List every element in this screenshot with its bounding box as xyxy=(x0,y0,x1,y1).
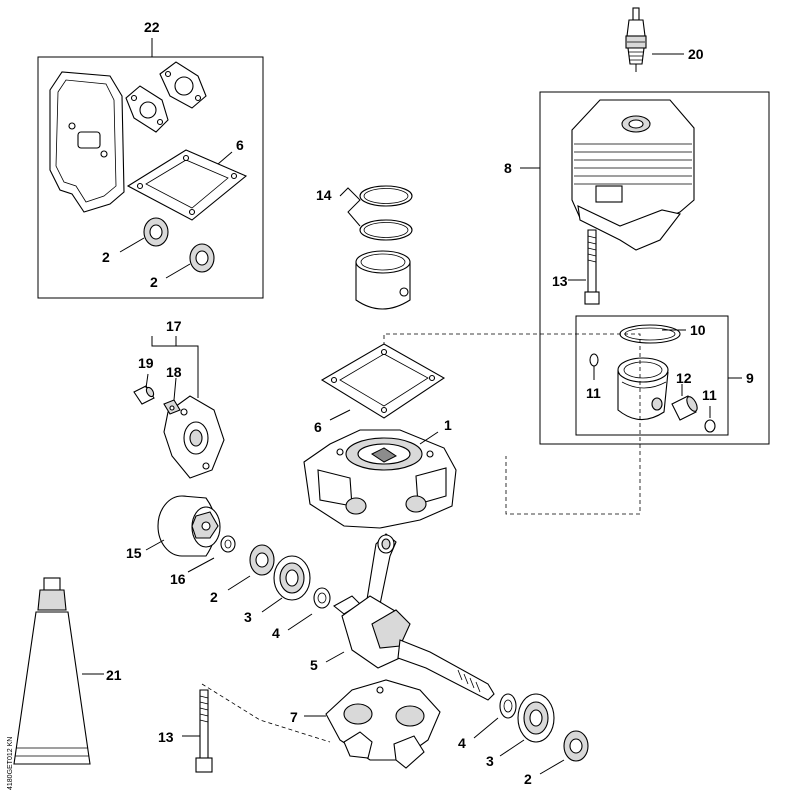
callout-19: 19 xyxy=(138,355,154,371)
callout-16: 16 xyxy=(170,571,186,587)
callout-2-seal: 2 xyxy=(210,589,218,605)
callout-18: 18 xyxy=(166,364,182,380)
clutch-drum-part xyxy=(157,495,221,557)
cylinder-part xyxy=(571,99,695,251)
spark-plug-part xyxy=(625,7,647,72)
alignment-dashed-line-screw xyxy=(201,683,331,743)
crankcase-lower-part xyxy=(325,679,441,769)
alignment-dashed-line-cylinder xyxy=(383,333,641,515)
intake-gasket-part xyxy=(125,85,169,133)
callout-2-kit-b: 2 xyxy=(150,274,158,290)
callout-7: 7 xyxy=(290,709,298,725)
oil-seal-part-d xyxy=(563,730,589,762)
document-id-label: 4180GET012 KN xyxy=(7,737,14,790)
piston-ring-part-upper xyxy=(359,185,413,207)
oil-seal-part-a xyxy=(143,217,169,247)
circlip-part-b xyxy=(704,419,716,433)
kit-box-9 xyxy=(575,315,729,436)
kit-box-22 xyxy=(37,38,264,299)
cylinder-screw-part xyxy=(584,229,600,305)
oil-seal-part-b xyxy=(189,243,215,273)
crankcase-half-part xyxy=(303,429,457,529)
piston-part xyxy=(355,250,411,310)
sleeve-part xyxy=(163,395,225,479)
callout-13-upper: 13 xyxy=(552,273,568,289)
callout-4-upper: 4 xyxy=(272,625,280,641)
callout-8: 8 xyxy=(504,160,512,176)
callout-12: 12 xyxy=(676,370,692,386)
callout-6-upper: 6 xyxy=(236,137,244,153)
washer-part-4b xyxy=(499,693,517,719)
callout-11-right: 11 xyxy=(702,387,717,403)
carburetor-gasket-part xyxy=(159,61,207,109)
piston-part-kit xyxy=(617,357,669,421)
callout-3-upper: 3 xyxy=(244,609,252,625)
callout-15: 15 xyxy=(126,545,142,561)
grease-tube-part xyxy=(13,577,91,765)
callout-4-lower: 4 xyxy=(458,735,466,751)
circlip-part-a xyxy=(589,353,599,367)
piston-pin-part xyxy=(671,395,698,421)
callout-5: 5 xyxy=(310,657,318,673)
ball-bearing-part-b xyxy=(517,693,555,743)
muffler-gasket-part xyxy=(49,71,125,213)
callout-1: 1 xyxy=(444,417,452,433)
piston-ring-part-kit xyxy=(619,324,681,344)
callout-3-lower: 3 xyxy=(486,753,494,769)
callout-10: 10 xyxy=(690,322,706,338)
callout-6-lower: 6 xyxy=(314,419,322,435)
callout-14: 14 xyxy=(316,187,332,203)
callout-2-lower: 2 xyxy=(524,771,532,787)
callout-13-lower: 13 xyxy=(158,729,174,745)
ball-bearing-part-a xyxy=(273,555,311,601)
callout-11-left: 11 xyxy=(586,385,601,401)
cylinder-gasket-part-b xyxy=(320,343,446,419)
callout-22: 22 xyxy=(144,19,160,35)
callout-20: 20 xyxy=(688,46,704,62)
cylinder-gasket-part-a xyxy=(126,149,248,221)
nut-part xyxy=(163,399,181,415)
spacer-part xyxy=(133,385,155,405)
callout-21: 21 xyxy=(106,667,122,683)
kit-box-8 xyxy=(539,91,770,445)
crankshaft-part xyxy=(333,533,495,701)
crankcase-screw-part xyxy=(195,689,213,773)
piston-ring-part-lower xyxy=(359,219,413,241)
washer-part-16 xyxy=(220,535,236,553)
oil-seal-part-c xyxy=(249,544,275,576)
callout-9: 9 xyxy=(746,370,754,386)
callout-2-kit-a: 2 xyxy=(102,249,110,265)
callout-17: 17 xyxy=(166,318,182,334)
washer-part-4a xyxy=(313,587,331,609)
